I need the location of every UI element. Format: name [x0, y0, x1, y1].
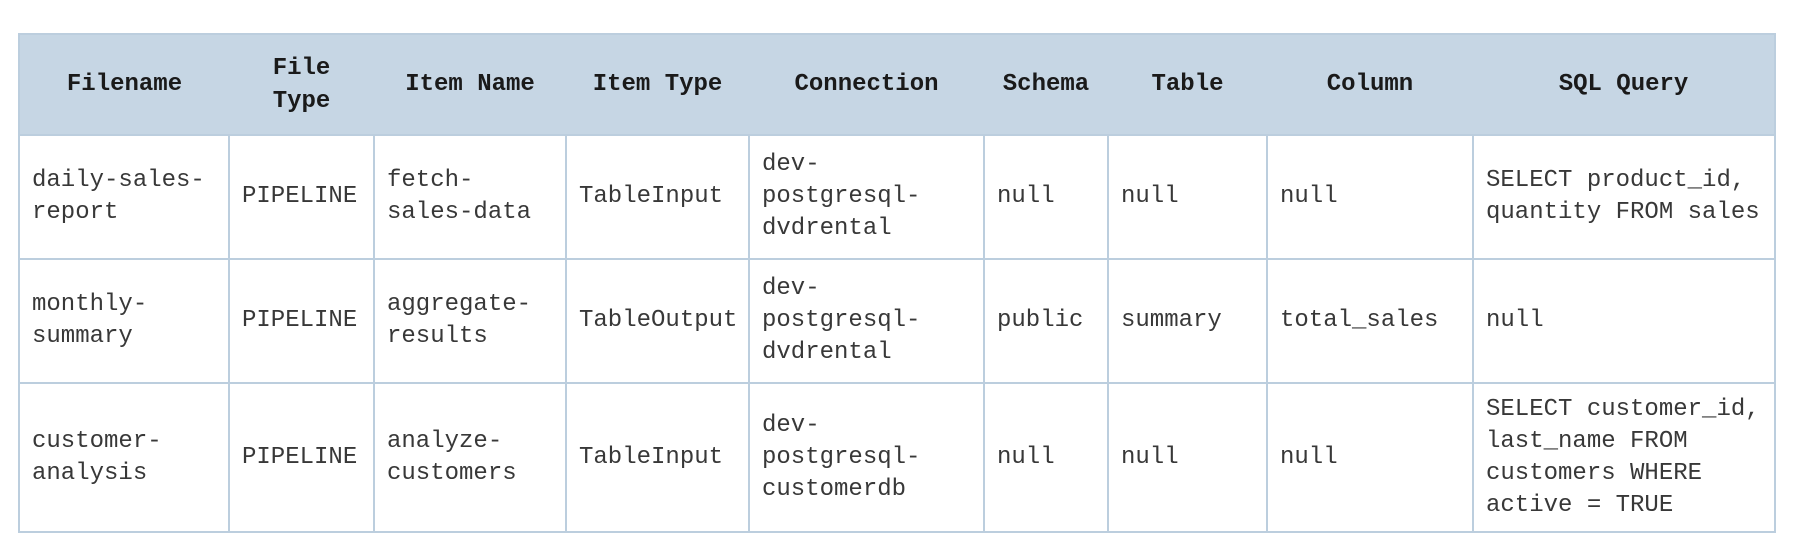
cell-r3-sql-query: SELECT customer_id, last_name FROM custo…: [1472, 382, 1776, 533]
cell-r1-table: null: [1107, 134, 1268, 260]
cell-r1-sql-query: SELECT product_id, quantity FROM sales: [1472, 134, 1776, 260]
cell-r2-connection: dev- postgresql- dvdrental: [748, 258, 985, 384]
cell-r3-table: null: [1107, 382, 1268, 533]
cell-r2-filename: monthly- summary: [18, 258, 230, 384]
cell-r2-file-type: PIPELINE: [228, 258, 375, 384]
cell-r3-filename: customer- analysis: [18, 382, 230, 533]
cell-r3-column: null: [1266, 382, 1474, 533]
table-header-row: Filename File Type Item Name Item Type C…: [19, 34, 1775, 135]
column-header-schema: Schema: [984, 34, 1108, 135]
column-header-item-type: Item Type: [566, 34, 749, 135]
column-header-filename: Filename: [19, 34, 229, 135]
cell-r3-item-type: TableInput: [565, 382, 750, 533]
pipeline-items-table: Filename File Type Item Name Item Type C…: [18, 33, 1776, 533]
cell-r2-table: summary: [1107, 258, 1268, 384]
cell-r2-sql-query: null: [1472, 258, 1776, 384]
cell-r2-item-type: TableOutput: [565, 258, 750, 384]
cell-r3-schema: null: [983, 382, 1109, 533]
cell-r1-file-type: PIPELINE: [228, 134, 375, 260]
cell-r1-schema: null: [983, 134, 1109, 260]
column-header-item-name: Item Name: [374, 34, 566, 135]
cell-r1-item-name: fetch- sales-data: [373, 134, 567, 260]
cell-r2-column: total_sales: [1266, 258, 1474, 384]
column-header-connection: Connection: [749, 34, 984, 135]
table-row: customer- analysis PIPELINE analyze- cus…: [18, 382, 1776, 533]
table-row: monthly- summary PIPELINE aggregate- res…: [18, 258, 1776, 384]
cell-r3-file-type: PIPELINE: [228, 382, 375, 533]
table-row: daily-sales- report PIPELINE fetch- sale…: [18, 134, 1776, 260]
cell-r1-item-type: TableInput: [565, 134, 750, 260]
cell-r3-connection: dev- postgresql- customerdb: [748, 382, 985, 533]
cell-r1-connection: dev- postgresql- dvdrental: [748, 134, 985, 260]
cell-r1-filename: daily-sales- report: [18, 134, 230, 260]
cell-r1-column: null: [1266, 134, 1474, 260]
column-header-file-type: File Type: [229, 34, 374, 135]
cell-r2-item-name: aggregate- results: [373, 258, 567, 384]
column-header-table: Table: [1108, 34, 1267, 135]
column-header-sql-query: SQL Query: [1473, 34, 1775, 135]
cell-r2-schema: public: [983, 258, 1109, 384]
cell-r3-item-name: analyze- customers: [373, 382, 567, 533]
column-header-column: Column: [1267, 34, 1473, 135]
